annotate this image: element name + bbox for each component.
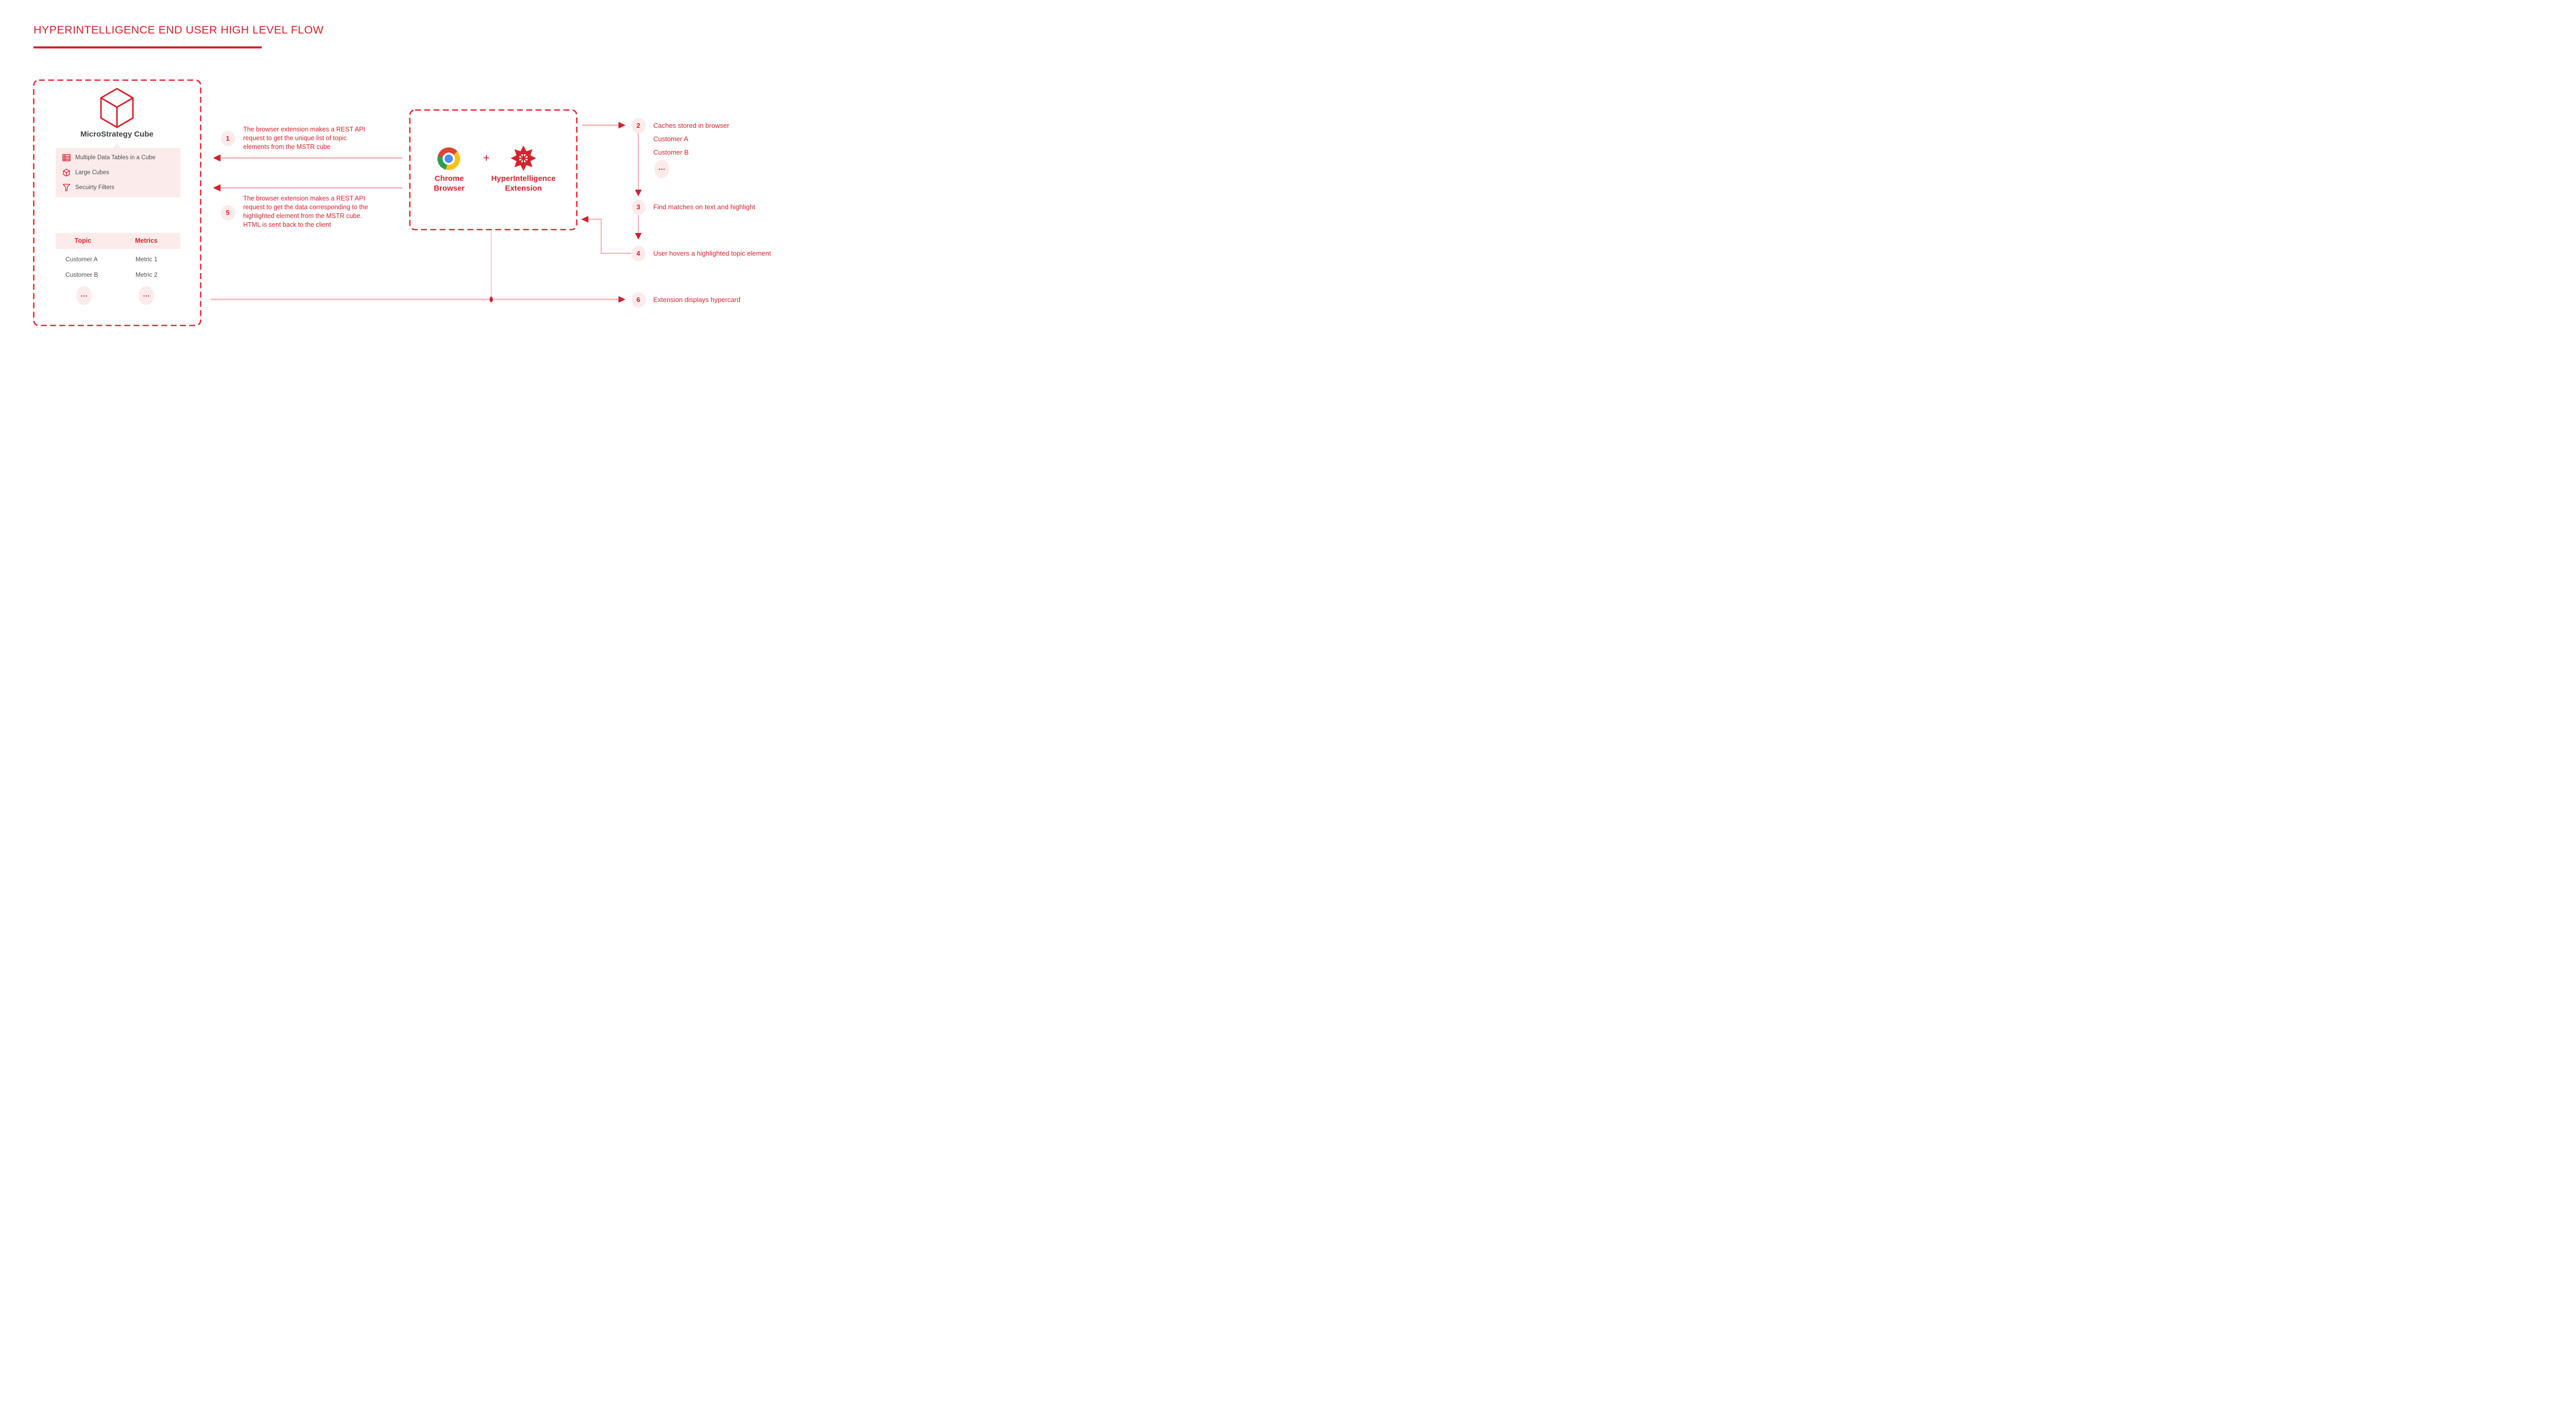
feature-row-large-cubes: Large Cubes — [62, 169, 177, 177]
page-title: HYPERINTELLIGENCE END USER HIGH LEVEL FL… — [33, 24, 324, 36]
step-2-label: Caches stored in browser — [653, 122, 730, 129]
step-4-label: User hovers a highlighted topic element — [653, 249, 771, 257]
step-5-line: request to get the data corresponding to… — [243, 204, 368, 211]
table-metrics-ellipsis: ••• — [139, 286, 154, 305]
table-cell-topic-1: Customer B — [65, 271, 98, 278]
chrome-logo — [437, 147, 460, 170]
step-6-badge: 6 — [631, 292, 646, 308]
step-3-label: Find matches on text and highlight — [653, 203, 756, 211]
step-5-line: highlighted element from the MSTR cube. — [243, 212, 362, 220]
diagram-canvas: HYPERINTELLIGENCE END USER HIGH LEVEL FL… — [0, 0, 808, 370]
arrow-step3-to-step4 — [635, 215, 642, 240]
step-5-line: HTML is sent back to the client — [243, 221, 331, 228]
table-header-metrics: Metrics — [135, 237, 158, 244]
arrow-step4-to-browser — [581, 216, 631, 254]
step-2-badge: 2 — [631, 118, 646, 133]
feature-label: Secuirty Filters — [75, 184, 115, 191]
table-header-topic: Topic — [74, 237, 92, 244]
feature-row-multiple-tables: Multiple Data Tables in a Cube — [62, 154, 177, 162]
arrow-step1-to-cube — [213, 154, 402, 162]
plus-sign: + — [483, 151, 490, 164]
step-5-line: The browser extension makes a REST API — [243, 195, 365, 202]
step-6-label: Extension displays hypercard — [653, 296, 741, 304]
table-cell-metric-0: Metric 1 — [135, 256, 158, 263]
step-3-badge: 3 — [631, 199, 646, 215]
step-4-badge: 4 — [631, 245, 646, 261]
arrow-browser-to-step2 — [582, 122, 625, 129]
cube-icon — [63, 169, 70, 177]
title-underline — [33, 46, 262, 48]
features-panel-pointer — [113, 143, 121, 148]
extension-arrows-icon — [511, 145, 536, 171]
feature-row-security-filters: Secuirty Filters — [62, 183, 177, 192]
step-2-ellipsis: ••• — [654, 160, 669, 178]
browser-box-border — [409, 109, 578, 230]
arrow-step5-to-cube — [213, 184, 402, 192]
mstr-cube-title: MicroStrategy Cube — [80, 130, 154, 139]
step-1-line: The browser extension makes a REST API — [243, 126, 365, 133]
arrow-cube-to-step6 — [211, 296, 625, 303]
table-cell-topic-0: Customer A — [65, 256, 98, 263]
step-2-item: Customer B — [653, 148, 689, 156]
chrome-logo-center — [443, 153, 455, 165]
step-2-item: Customer A — [653, 135, 688, 143]
table-header: Topic Metrics — [56, 233, 180, 249]
chrome-browser-label: Chrome Browser — [433, 174, 465, 193]
step-5-badge: 5 — [221, 205, 235, 221]
microstrategy-cube-icon — [100, 88, 134, 128]
extension-label: HyperIntelligence Extension — [491, 174, 556, 193]
diagram-lines-layer — [33, 79, 642, 326]
step-1-text: The browser extension makes a REST API r… — [243, 125, 365, 152]
table-topic-ellipsis: ••• — [76, 286, 92, 305]
mstr-cube-box-border — [33, 79, 201, 326]
step-1-line: elements from the MSTR cube — [243, 143, 331, 150]
features-panel: Multiple Data Tables in a Cube Large Cub… — [56, 148, 180, 197]
step-1-line: request to get the unique list of topic — [243, 135, 347, 142]
table-cell-metric-1: Metric 2 — [135, 271, 158, 278]
arrow-step2-to-step3 — [635, 133, 642, 196]
feature-label: Multiple Data Tables in a Cube — [75, 155, 156, 161]
funnel-icon — [62, 183, 71, 191]
table-grid-icon — [62, 154, 71, 162]
step-1-badge: 1 — [221, 130, 235, 146]
step-5-text: The browser extension makes a REST API r… — [243, 194, 368, 229]
junction-dot — [489, 296, 493, 303]
feature-label: Large Cubes — [75, 169, 109, 176]
